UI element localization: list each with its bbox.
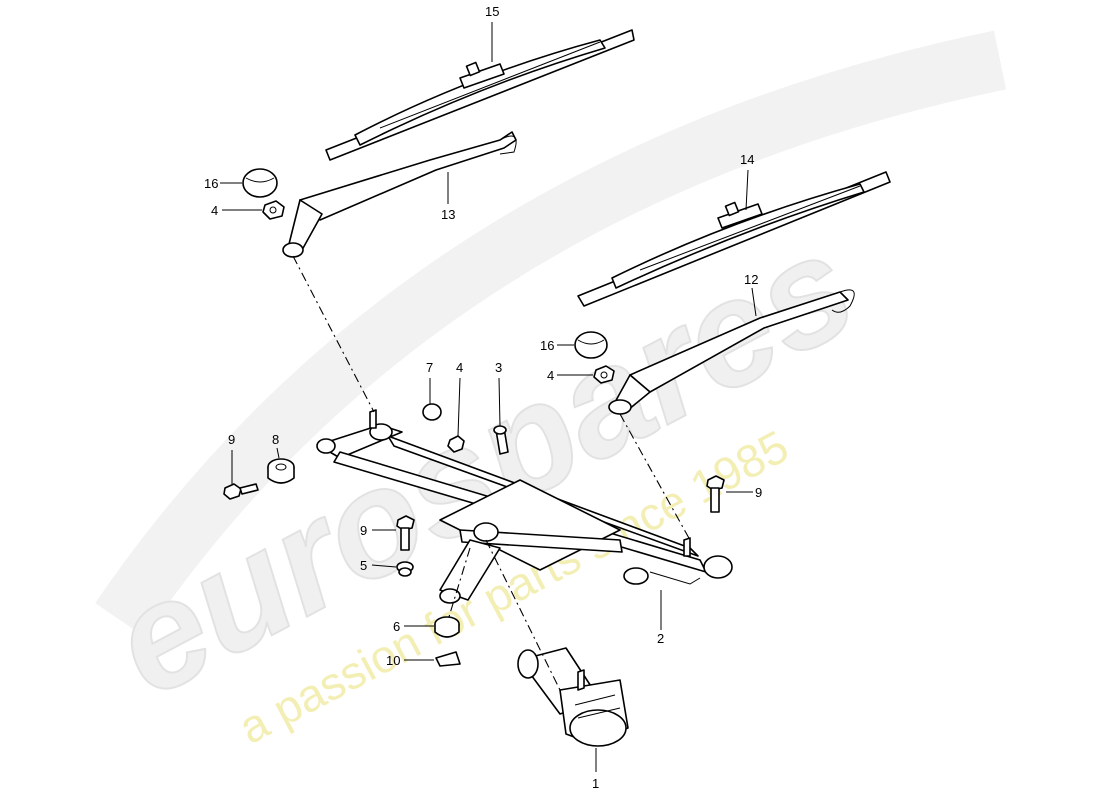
callout-5: 5	[360, 558, 367, 573]
leader-lines	[220, 22, 757, 772]
screw-9-left	[223, 483, 259, 500]
callout-4-middle: 4	[456, 360, 463, 375]
screw-9-right	[706, 475, 725, 513]
callout-14: 14	[740, 152, 754, 167]
nut-4-right	[593, 365, 615, 384]
clip-10	[435, 651, 461, 667]
callout-7: 7	[426, 360, 433, 375]
assembly-lines	[292, 255, 691, 691]
watermark: eurospares a passion for parts since 198…	[85, 30, 1007, 754]
cap-16-upper	[242, 168, 278, 198]
wiper-motor-1	[517, 647, 629, 747]
callout-6: 6	[393, 619, 400, 634]
cap-7	[422, 403, 442, 421]
wiper-linkage-frame-2	[316, 409, 733, 604]
cap-16-right	[574, 331, 608, 359]
callout-10: 10	[386, 653, 400, 668]
wiper-blade-14	[577, 171, 891, 307]
wiper-arm-13	[282, 131, 517, 258]
callout-9-left: 9	[228, 432, 235, 447]
callout-1: 1	[592, 776, 599, 791]
callout-9-middle: 9	[360, 523, 367, 538]
callout-4-upper: 4	[211, 203, 218, 218]
callout-3: 3	[495, 360, 502, 375]
screw-9-middle	[396, 515, 415, 551]
grommet-6	[434, 616, 460, 638]
nut-4-upper	[262, 200, 285, 220]
callout-4-right: 4	[547, 368, 554, 383]
callout-8: 8	[272, 432, 279, 447]
callout-9-right: 9	[755, 485, 762, 500]
grommet-8	[267, 458, 295, 484]
wiper-arm-12	[608, 289, 855, 415]
wiper-blade-15	[325, 29, 635, 161]
callout-15: 15	[485, 4, 499, 19]
watermark-swoosh	[95, 30, 1007, 637]
screw-3	[493, 425, 509, 455]
callout-13: 13	[441, 207, 455, 222]
washer-5	[396, 561, 414, 577]
callout-16-right: 16	[540, 338, 554, 353]
callout-12: 12	[744, 272, 758, 287]
callout-2: 2	[657, 631, 664, 646]
callout-16-upper: 16	[204, 176, 218, 191]
callout-labels: 15 16 4 13 14 12 16 4 7 4 3 9 8 9 9 5 6 …	[204, 4, 762, 791]
